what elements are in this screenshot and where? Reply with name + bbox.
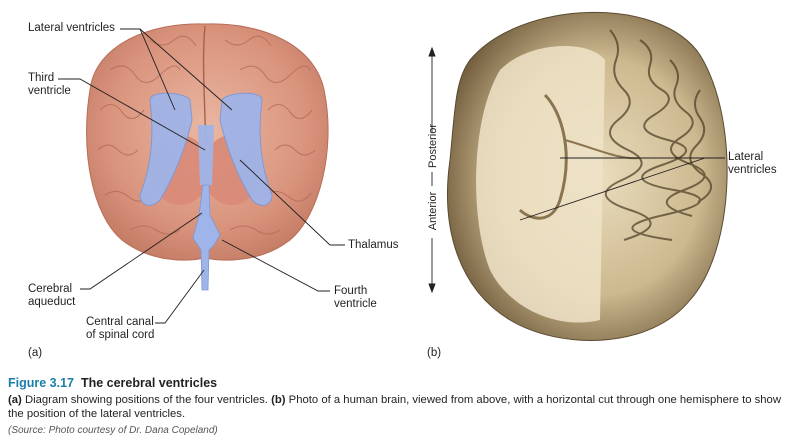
caption-part-b-marker: (b) xyxy=(271,394,286,406)
orientation-arrow xyxy=(428,46,436,294)
label-lateral-ventricles-b: Lateral ventricles xyxy=(728,151,777,176)
figure-caption-body: (a) Diagram showing positions of the fou… xyxy=(8,393,783,421)
label-posterior: Posterior xyxy=(427,123,439,169)
caption-part-b-text: Photo of a human brain, viewed from abov… xyxy=(8,394,782,420)
panel-b-letter: (b) xyxy=(427,347,442,359)
brain-photo xyxy=(447,12,728,341)
brain-illustration xyxy=(86,23,329,291)
panel-a-letter: (a) xyxy=(28,347,43,359)
label-third-ventricle: Third ventricle xyxy=(28,72,71,97)
label-thalamus: Thalamus xyxy=(348,239,399,251)
leader-lines-a xyxy=(58,28,345,324)
label-fourth-ventricle: Fourth ventricle xyxy=(334,285,377,310)
caption-source: (Source: Photo courtesy of Dr. Dana Cope… xyxy=(8,425,218,436)
figure-caption-title: Figure 3.17 The cerebral ventricles xyxy=(8,376,217,390)
label-cerebral-aqueduct: Cerebral aqueduct xyxy=(28,283,76,308)
label-lateral-ventricles-a: Lateral ventricles xyxy=(28,22,115,34)
caption-part-a-marker: (a) xyxy=(8,394,22,406)
leader-lines-b xyxy=(519,157,725,221)
figure-number: Figure 3.17 xyxy=(8,376,74,390)
caption-part-a-text: Diagram showing positions of the four ve… xyxy=(21,394,272,406)
label-central-canal: Central canal of spinal cord xyxy=(86,316,155,341)
label-anterior: Anterior xyxy=(427,191,439,231)
figure-title: The cerebral ventricles xyxy=(80,376,218,390)
